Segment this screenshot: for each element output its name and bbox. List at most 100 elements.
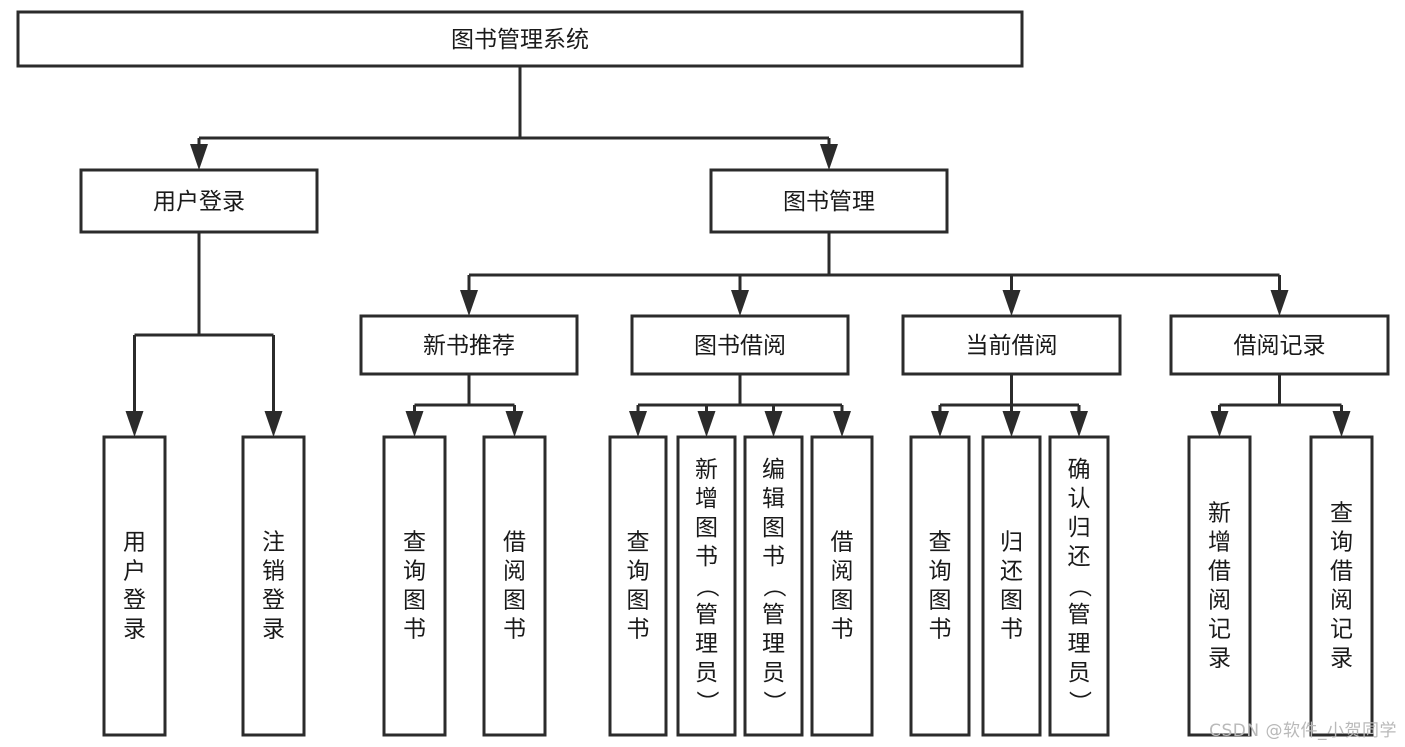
node-leaf-edit-book-label-char: 图 [762, 515, 785, 541]
arrow-head-icon [697, 411, 716, 437]
node-leaf-query-book-2-rect [608, 435, 668, 737]
arrow-head-icon [1002, 411, 1021, 437]
node-leaf-query-book-2-label-char: 查 [627, 530, 650, 556]
arrow-head-icon [1210, 411, 1229, 437]
node-leaf-return-book-label-char: 图 [1000, 588, 1023, 614]
arrow-head-icon [931, 411, 949, 437]
node-leaf-add-book-label-char: 理 [695, 631, 718, 657]
node-borrow-record-label: 借阅记录 [1234, 333, 1326, 359]
node-leaf-edit-book-label-char: 员 [762, 660, 785, 686]
node-leaf-edit-book-label-char: 理 [762, 631, 785, 657]
node-book-manage[interactable]: 图书管理 [709, 168, 949, 234]
node-leaf-return-book-label-char: 归 [1000, 530, 1023, 556]
node-leaf-borrow-book-1-rect [482, 435, 547, 737]
node-leaf-confirm-return-label-char: ） [1066, 691, 1092, 714]
node-leaf-add-record-label-char: 新 [1208, 501, 1231, 527]
node-leaf-edit-book-label-char: 辑 [762, 486, 785, 512]
arrow-head-icon [264, 411, 283, 437]
node-leaf-return-book-rect [981, 435, 1042, 737]
node-leaf-add-book-label-char: 新 [695, 457, 718, 483]
node-leaf-query-record-rect [1309, 435, 1374, 737]
node-book-borrow[interactable]: 图书借阅 [630, 314, 850, 376]
node-book-manage-rect [709, 168, 949, 234]
node-leaf-add-record-label-char: 录 [1208, 646, 1231, 672]
node-root-system[interactable]: 图书管理系统 [16, 10, 1024, 68]
node-leaf-borrow-book-1-label-char: 书 [503, 617, 526, 643]
node-leaf-borrow-book-1-label-char: 阅 [503, 559, 526, 585]
node-leaf-query-record-label-char: 记 [1330, 617, 1353, 643]
node-leaf-edit-book-rect [743, 435, 804, 737]
node-leaf-borrow-book-1-label-char: 图 [503, 588, 526, 614]
node-leaf-query-record-label-char: 借 [1330, 559, 1353, 585]
node-leaf-query-record-label-char: 询 [1330, 530, 1353, 556]
node-borrow-record-rect [1169, 314, 1390, 376]
node-new-book-rec-rect [359, 314, 579, 376]
node-new-book-rec[interactable]: 新书推荐 [359, 314, 579, 376]
node-leaf-add-record-label-char: 增 [1208, 530, 1231, 556]
node-current-borrow-rect [901, 314, 1122, 376]
node-leaf-query-book-1-label-char: 查 [403, 530, 426, 556]
node-leaf-logout-login-label-char: 注 [262, 530, 285, 556]
arrow-head-icon [833, 411, 851, 437]
node-leaf-add-record-rect [1187, 435, 1252, 737]
node-leaf-add-book-label-char: 书 [695, 544, 718, 570]
node-current-borrow[interactable]: 当前借阅 [901, 314, 1122, 376]
node-book-borrow-rect [630, 314, 850, 376]
node-leaf-confirm-return-label-char: 管 [1068, 602, 1091, 628]
node-leaf-confirm-return-label-char: 归 [1068, 515, 1091, 541]
node-leaf-logout-login-rect [241, 435, 306, 737]
node-leaf-confirm-return-label-char: 认 [1068, 486, 1091, 512]
node-leaf-user-login[interactable]: 用户登录 [102, 435, 167, 737]
node-leaf-user-login-label-char: 登 [123, 588, 146, 614]
node-leaf-edit-book-label-char: 管 [762, 602, 785, 628]
node-leaf-query-book-1-label-char: 图 [403, 588, 426, 614]
node-leaf-add-book-rect [676, 435, 737, 737]
arrow-head-icon [1070, 411, 1088, 437]
node-leaf-query-book-1-rect [382, 435, 447, 737]
node-user-login-rect [79, 168, 319, 234]
node-leaf-confirm-return-rect [1048, 435, 1110, 737]
node-root-system-rect [16, 10, 1024, 68]
node-leaf-borrow-book-2-label-char: 借 [831, 530, 854, 556]
node-borrow-record[interactable]: 借阅记录 [1169, 314, 1390, 376]
node-leaf-add-record-label-char: 借 [1208, 559, 1231, 585]
node-user-login-label: 用户登录 [153, 189, 245, 215]
arrow-head-icon [731, 290, 749, 316]
node-leaf-borrow-book-1-label-char: 借 [503, 530, 526, 556]
node-user-login[interactable]: 用户登录 [79, 168, 319, 234]
node-leaf-query-book-3-label-char: 查 [929, 530, 952, 556]
node-leaf-user-login-label-char: 户 [123, 559, 146, 585]
node-leaf-query-book-2-label-char: 图 [627, 588, 650, 614]
node-leaf-confirm-return-label-char: 确 [1068, 457, 1091, 483]
node-leaf-edit-book-label-char: ） [761, 691, 787, 714]
arrow-head-icon [125, 411, 144, 437]
node-leaf-user-login-label-char: 录 [123, 617, 146, 643]
node-root-system-label: 图书管理系统 [451, 27, 589, 53]
csdn-watermark: CSDN @软件_小贺同学 [1209, 721, 1397, 741]
node-leaf-add-record-label-char: 阅 [1208, 588, 1231, 614]
node-leaf-confirm-return-label-char: （ [1066, 575, 1092, 598]
node-leaf-borrow-book-2-label-char: 图 [831, 588, 854, 614]
node-leaf-add-book-label-char: 员 [695, 660, 718, 686]
node-leaf-query-book-3-label-char: 图 [929, 588, 952, 614]
arrow-head-icon [820, 144, 838, 170]
arrow-head-icon [764, 411, 783, 437]
node-leaf-query-record-label-char: 阅 [1330, 588, 1353, 614]
arrow-head-icon [405, 411, 424, 437]
node-leaf-query-book-2-label-char: 询 [627, 559, 650, 585]
arrow-head-icon [629, 411, 647, 437]
node-leaf-borrow-book-2-label-char: 阅 [831, 559, 854, 585]
